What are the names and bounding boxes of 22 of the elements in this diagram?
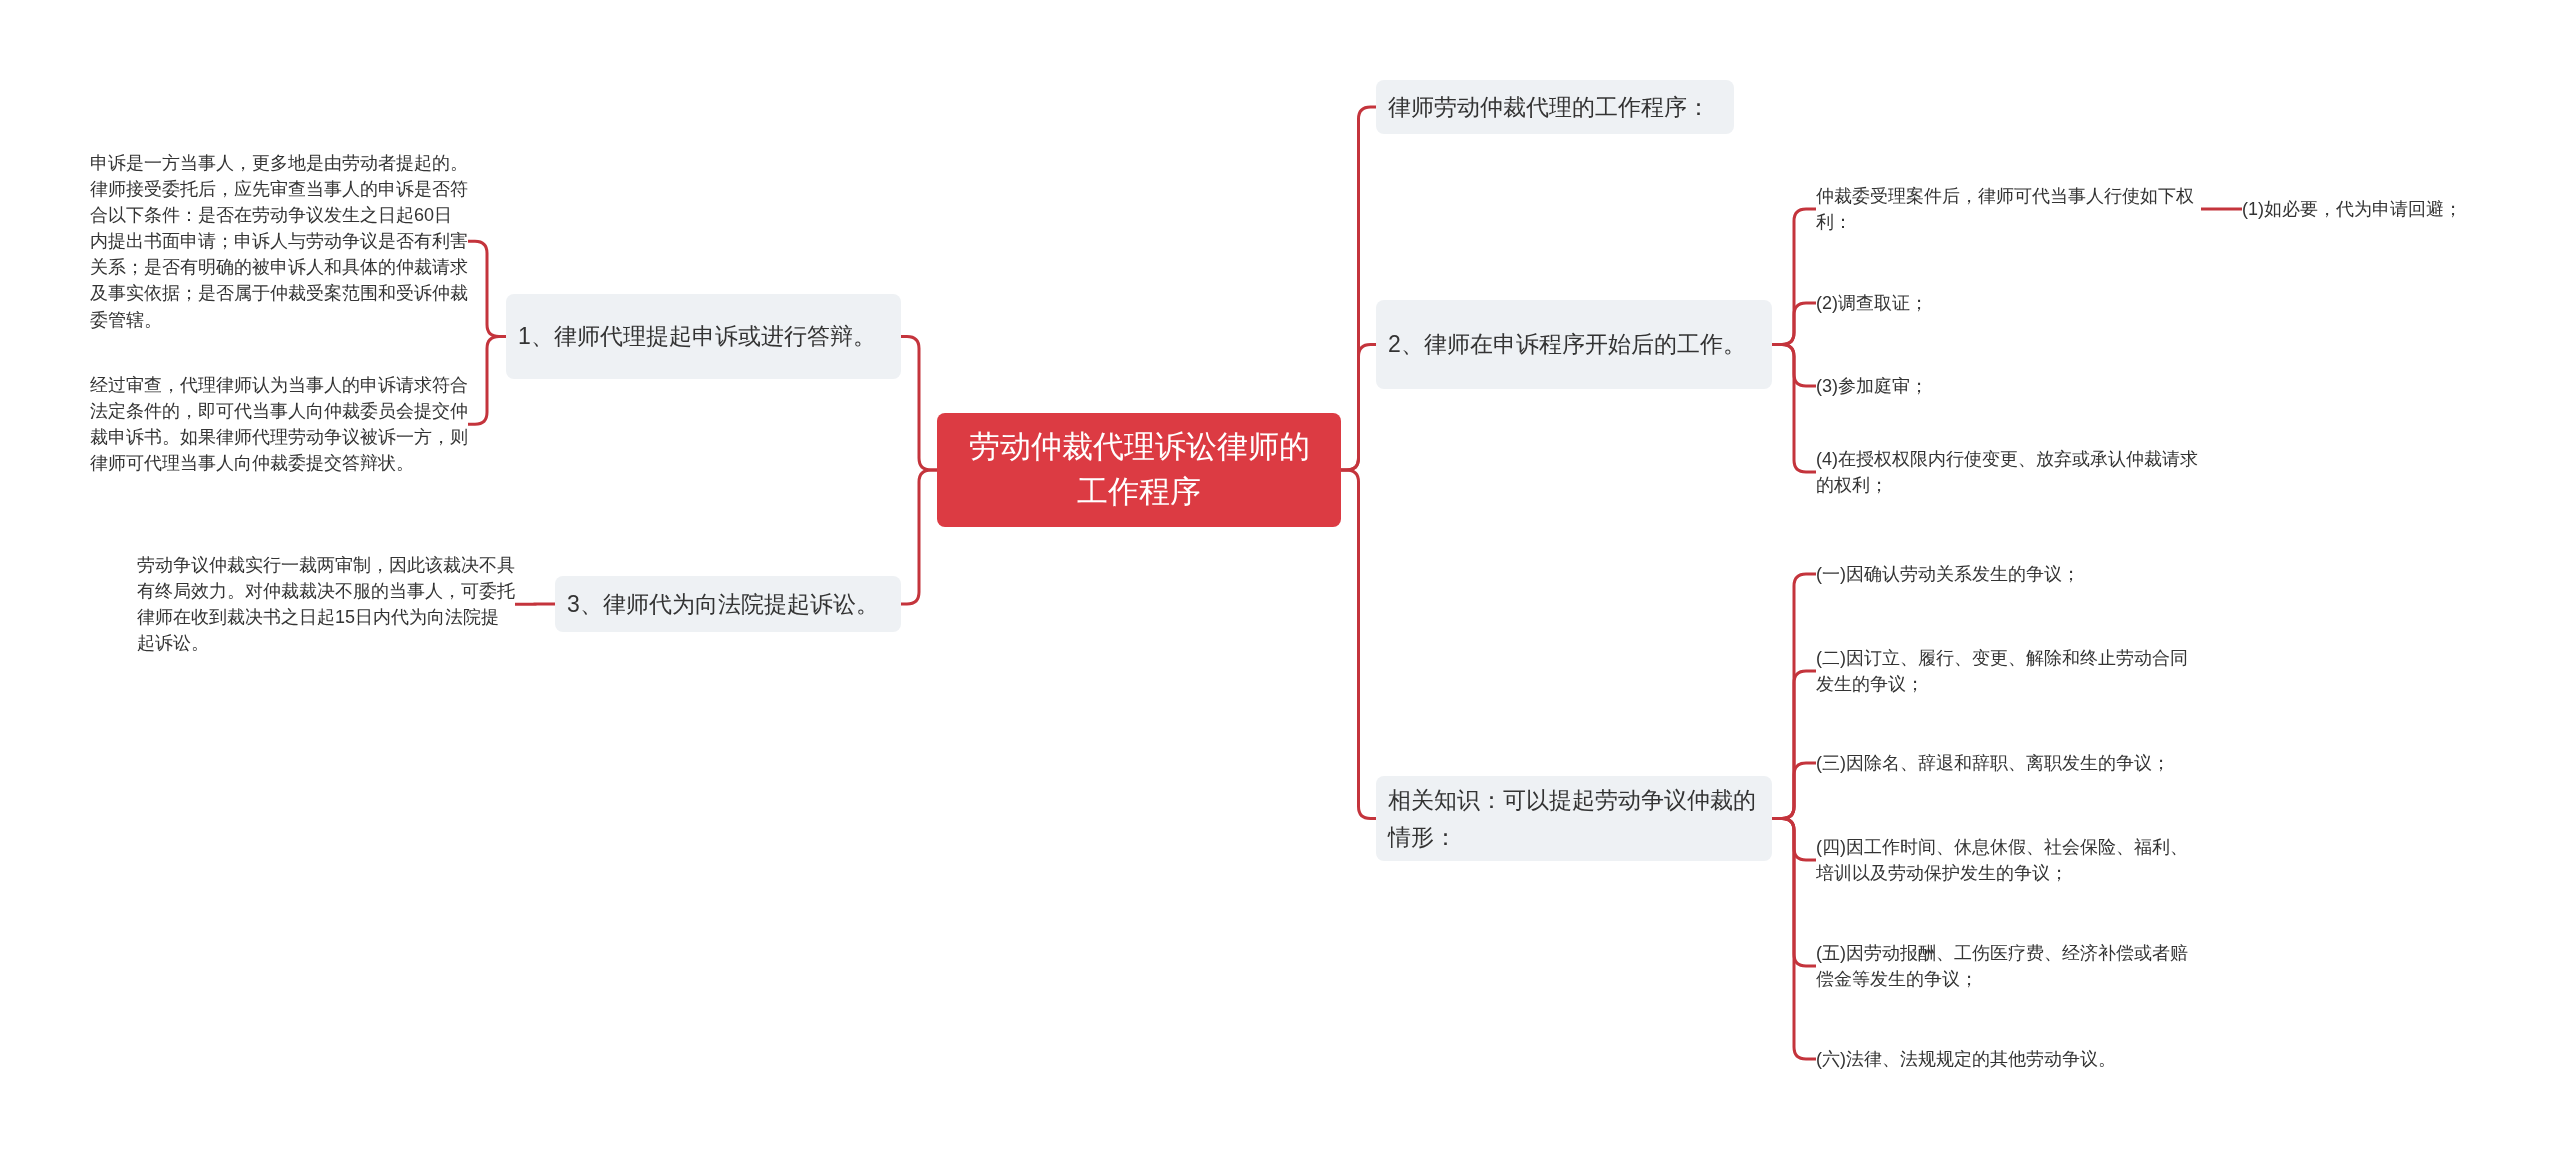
central-topic-box: 劳动仲裁代理诉讼律师的工作程序	[937, 413, 1341, 527]
subtopic-text: (二)因订立、履行、变更、解除和终止劳动合同发生的争议；	[1816, 645, 2201, 698]
subtopic-text: (一)因确认劳动关系发生的争议；	[1816, 561, 2201, 588]
subtopic-text: 经过审查，代理律师认为当事人的申诉请求符合法定条件的，即可代当事人向仲裁委员会提交仲裁申诉书。如果律师代理劳动争议被诉一方，则律师可代理当事人向仲裁委提交答辩状。	[90, 372, 468, 477]
subtopic-text: (2)调查取证；	[1816, 290, 2201, 317]
subtopic-text: 劳动争议仲裁实行一裁两审制，因此该裁决不具有终局效力。对仲裁裁决不服的当事人，可委托律师在收到裁决书之日起15日内代为向法院提起诉讼。	[137, 552, 515, 657]
subtopic-text: (4)在授权权限内行使变更、放弃或承认仲裁请求的权利；	[1816, 446, 2201, 499]
topic-box: 1、律师代理提起申诉或进行答辩。	[506, 294, 901, 379]
topic-box: 3、律师代为向法院提起诉讼。	[555, 576, 901, 632]
subtopic-text: (四)因工作时间、休息休假、社会保险、福利、培训以及劳动保护发生的争议；	[1816, 834, 2201, 887]
connector-line	[515, 602, 555, 606]
connector-line	[2201, 207, 2242, 211]
subtopic-text: (五)因劳动报酬、工伤医疗费、经济补偿或者赔偿金等发生的争议；	[1816, 940, 2201, 993]
subtopic-text: (六)法律、法规规定的其他劳动争议。	[1816, 1046, 2201, 1073]
subtopic-text: 申诉是一方当事人，更多地是由劳动者提起的。律师接受委托后，应先审查当事人的申诉是否符合以下条件：是否在劳动争议发生之日起60日内提出书面申请；申诉人与劳动争议是否有利害关系；是否有明确的被申诉人和具体的仲裁请求及事实依据；是否属于仲裁受案范围和受诉仲裁委管辖。	[90, 150, 468, 333]
subtopic-text: 仲裁委受理案件后，律师可代当事人行使如下权利：	[1816, 183, 2201, 236]
subtopic-text: (1)如必要，代为申请回避；	[2242, 196, 2542, 223]
subtopic-text: (三)因除名、辞退和辞职、离职发生的争议；	[1816, 750, 2201, 777]
subtopic-text: (3)参加庭审；	[1816, 373, 2201, 400]
topic-box: 律师劳动仲裁代理的工作程序：	[1376, 80, 1734, 134]
topic-box: 相关知识：可以提起劳动争议仲裁的情形：	[1376, 776, 1772, 861]
topic-box: 2、律师在申诉程序开始后的工作。	[1376, 300, 1772, 389]
